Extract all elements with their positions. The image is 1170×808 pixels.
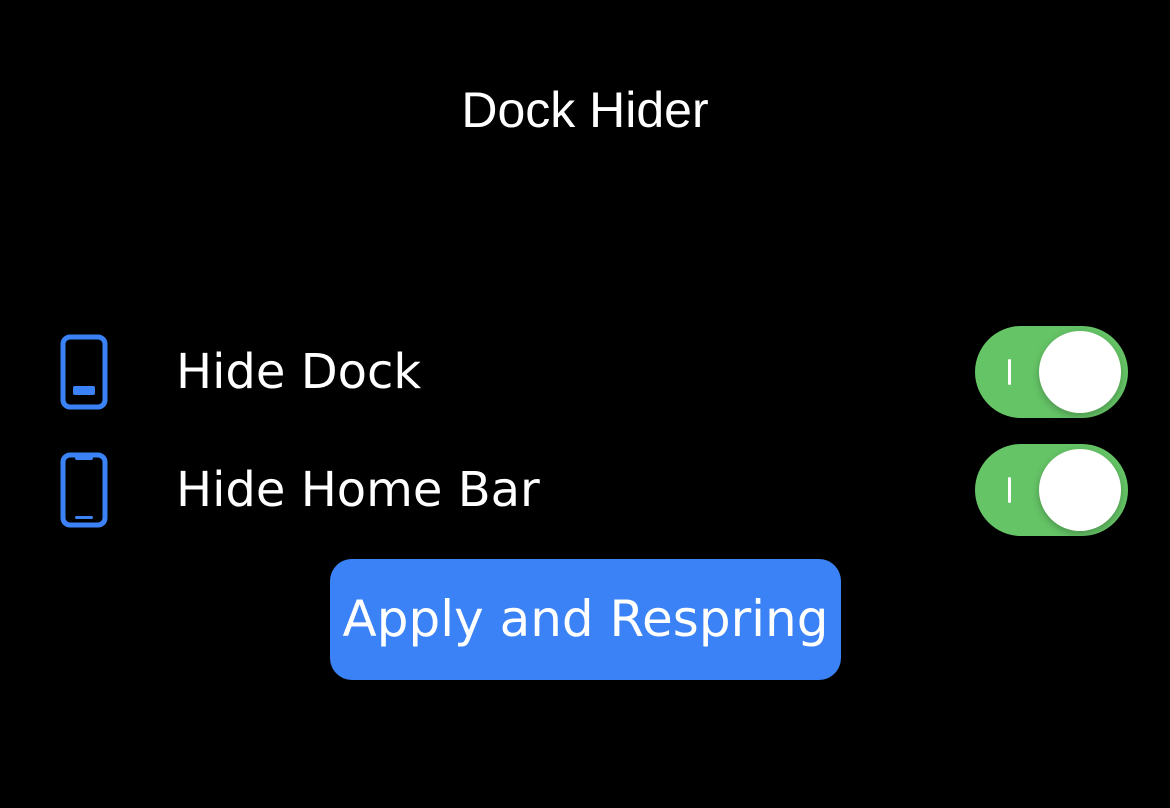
toggle-on-indicator bbox=[1008, 359, 1011, 385]
toggle-knob bbox=[1039, 331, 1121, 413]
toggle-knob bbox=[1039, 449, 1121, 531]
hide-dock-toggle[interactable] bbox=[975, 326, 1128, 418]
apply-and-respring-button[interactable]: Apply and Respring bbox=[330, 559, 841, 680]
hide-home-bar-toggle[interactable] bbox=[975, 444, 1128, 536]
iphone-home-button-icon bbox=[60, 334, 108, 410]
iphone-notch-icon bbox=[60, 452, 108, 528]
page-title: Dock Hider bbox=[461, 82, 709, 138]
setting-label-hide-dock: Hide Dock bbox=[176, 344, 422, 400]
setting-row-hide-dock: Hide Dock bbox=[0, 324, 1170, 420]
setting-row-hide-home-bar: Hide Home Bar bbox=[0, 442, 1170, 538]
setting-label-hide-home-bar: Hide Home Bar bbox=[176, 462, 540, 518]
toggle-on-indicator bbox=[1008, 477, 1011, 503]
